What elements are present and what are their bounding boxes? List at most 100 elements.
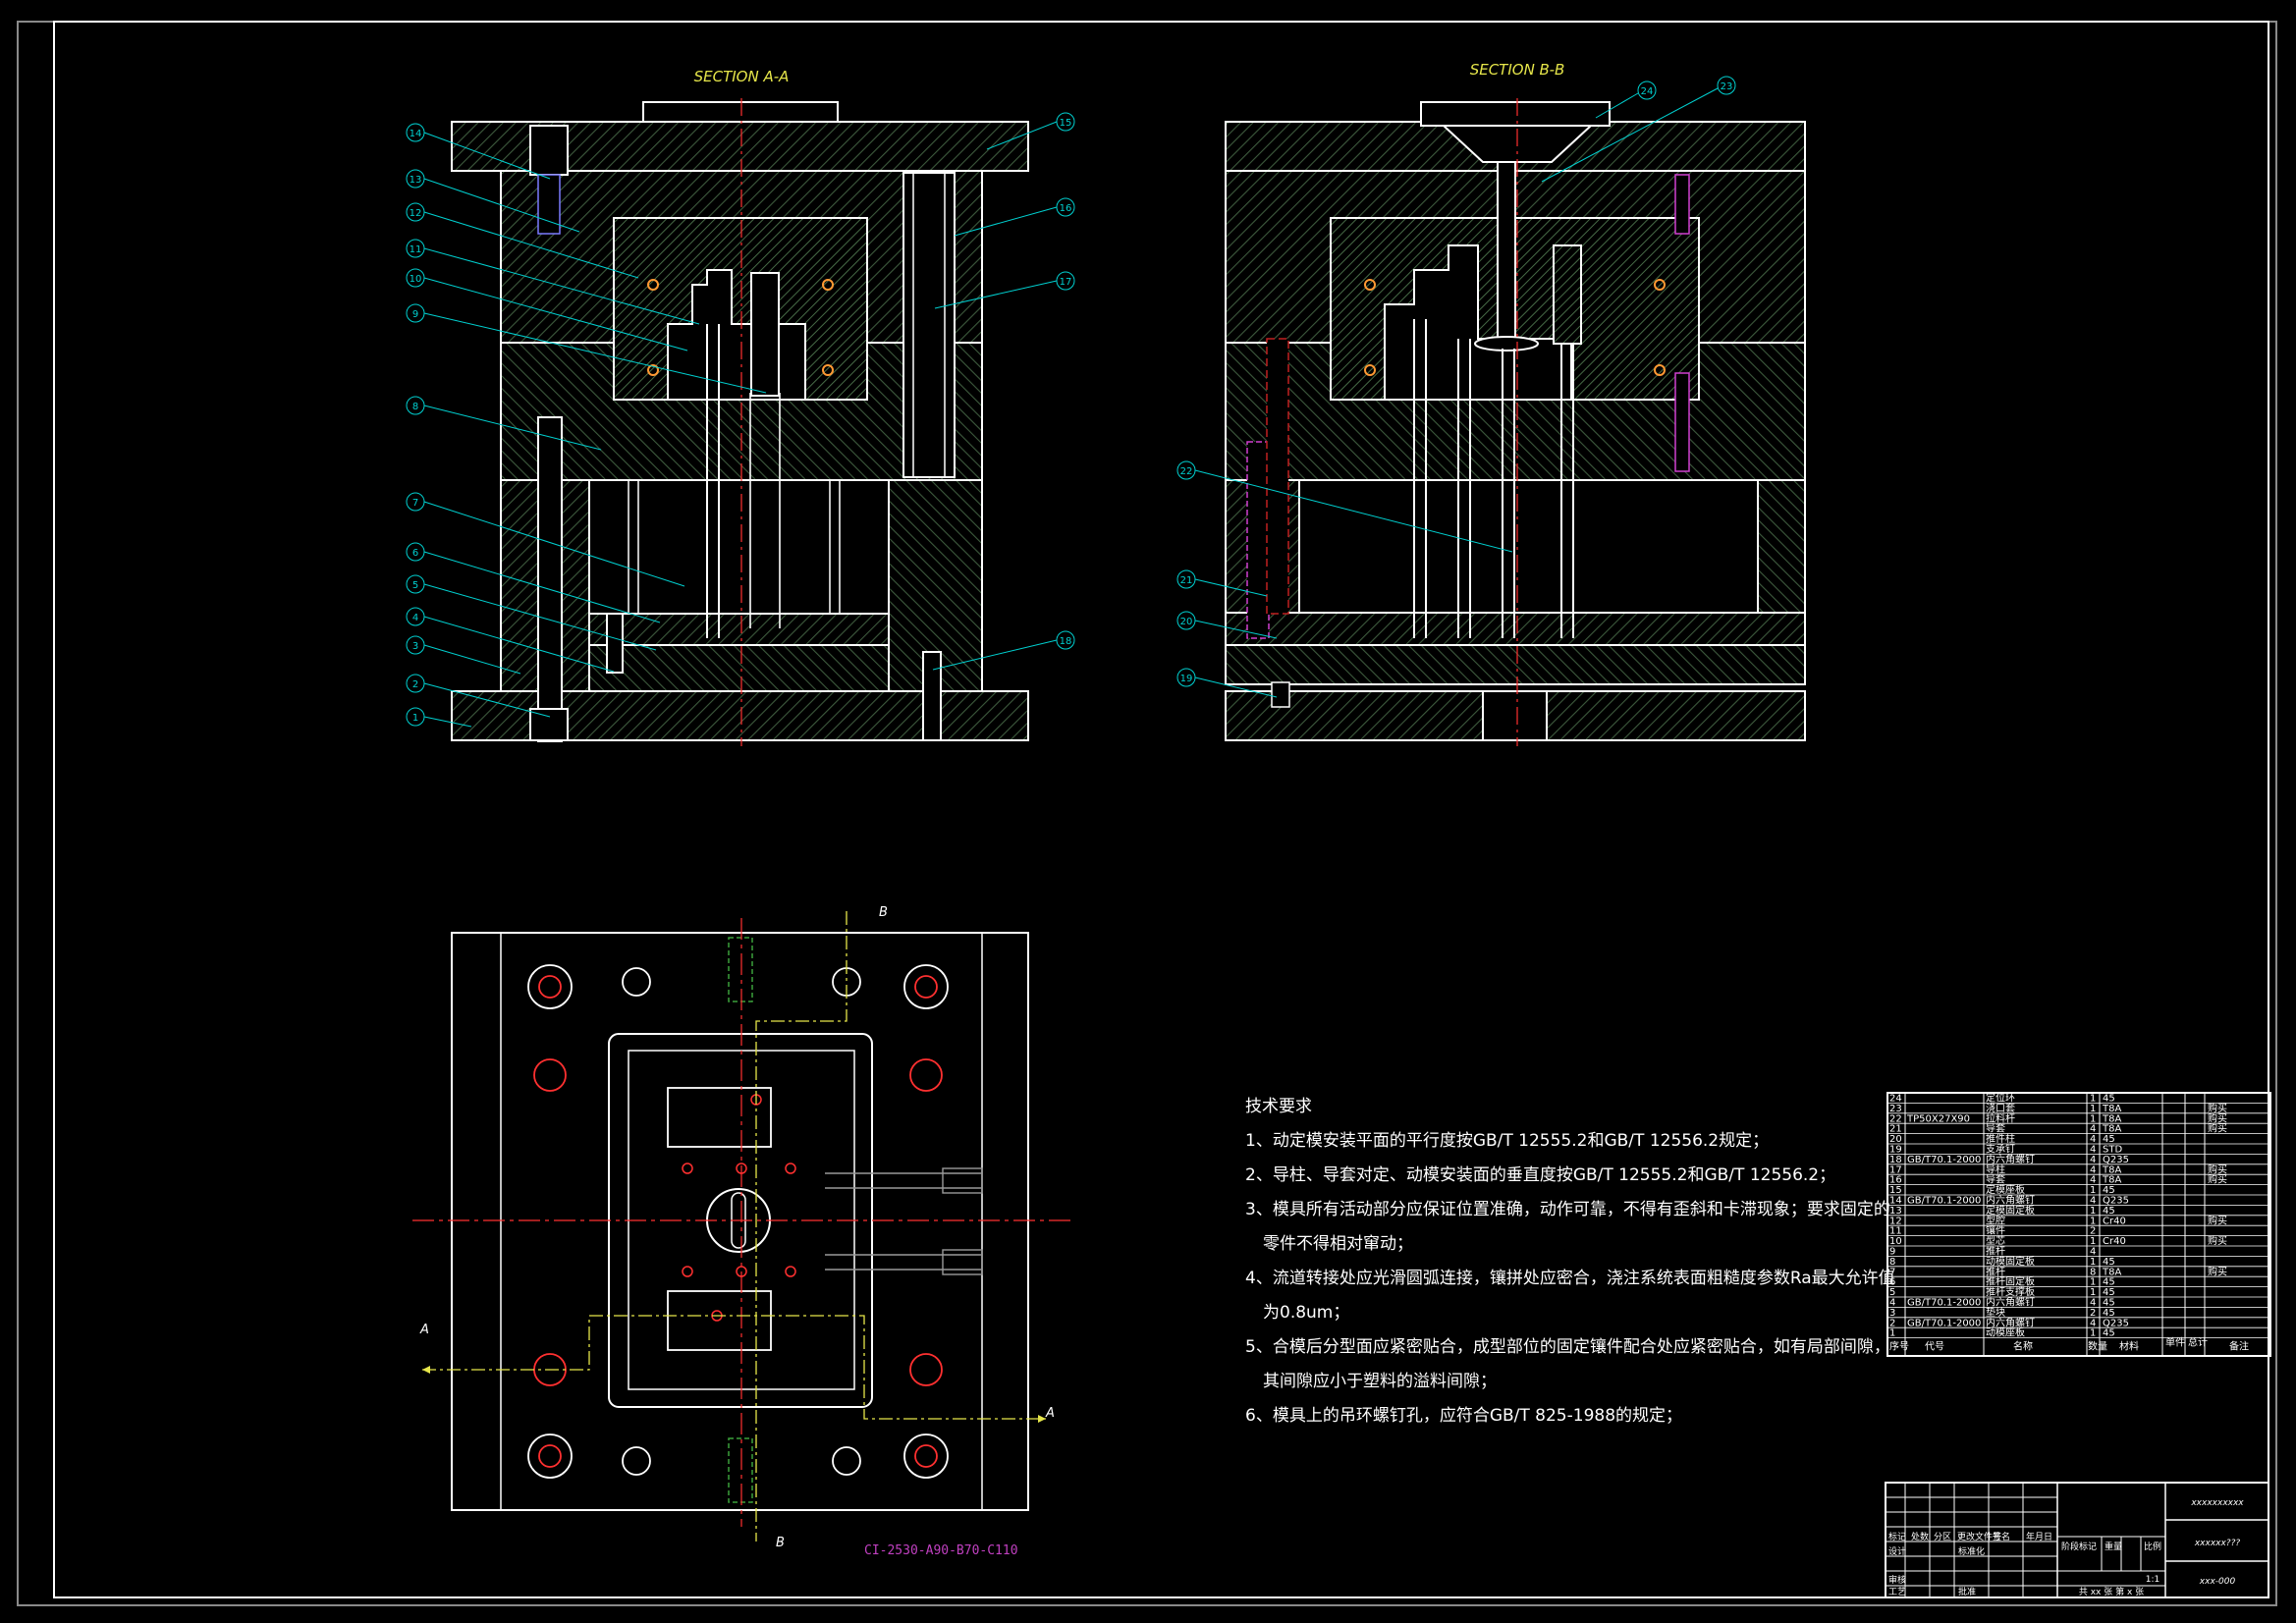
balloon-18: 18 [932,630,1075,671]
bom-row-no: 3 [1889,1308,1895,1319]
bom-row-name: 内六角螺钉 [1986,1153,2035,1165]
balloon-22: 22 [1176,460,1513,553]
bom-row-material: Cr40 [2103,1236,2126,1247]
bom-row-qty: 1 [2090,1113,2096,1124]
bom-row-name: 动模座板 [1986,1326,2025,1339]
svg-text:24: 24 [1641,86,1654,97]
bom-row-qty: 4 [2090,1318,2096,1328]
svg-text:18: 18 [1060,636,1072,647]
svg-text:16: 16 [1060,203,1072,214]
bom-row-no: 13 [1889,1206,1902,1217]
bom-row-no: 15 [1889,1185,1902,1196]
bom-row-no: 11 [1889,1226,1902,1237]
bom-row-qty: 8 [2090,1267,2096,1277]
bom-header-total-weight: 总计 [2188,1336,2208,1349]
bom-row-qty: 4 [2090,1124,2096,1135]
bom-row-note: 购买 [2208,1111,2227,1124]
bom-row-qty: 2 [2090,1226,2096,1237]
bom-row-no: 14 [1889,1196,1902,1207]
note-1: 1、动定模安装平面的平行度按GB/T 12555.2和GB/T 12556.2规… [1245,1131,1770,1151]
svg-text:13: 13 [410,175,422,186]
cut-label-a-right: A [1045,1406,1055,1421]
bom-row-name: 支承钉 [1986,1144,2015,1156]
bom-row-name: 定模座板 [1986,1183,2025,1196]
balloon-9: 9 [406,303,767,394]
svg-text:10: 10 [410,274,422,285]
svg-text:8: 8 [412,402,418,412]
bom-row-note: 购买 [2208,1265,2227,1277]
bom-row-material: 45 [2103,1134,2115,1145]
svg-text:23: 23 [1721,81,1733,92]
note-3: 3、模具所有活动部分应保证位置准确，动作可靠，不得有歪斜和卡滞现象；要求固定的 [1245,1200,1890,1219]
bom-row-material: Q235 [2103,1318,2129,1328]
title-block-label: 分区 [1934,1532,1951,1542]
bom-row-name: 内六角螺钉 [1986,1296,2035,1309]
bom-row-qty: 1 [2090,1257,2096,1268]
bom-row-qty: 1 [2090,1216,2096,1226]
bom-row-qty: 4 [2090,1175,2096,1186]
note-6: 6、模具上的吊环螺钉孔，应符合GB/T 825-1988的规定； [1245,1406,1683,1426]
bom-row-name: 导柱 [1986,1163,2005,1175]
drawing-title: xxxxxx??? [2194,1539,2241,1548]
note-3-cont: 零件不得相对窜动； [1263,1234,1413,1254]
bom-row-qty: 4 [2090,1145,2096,1156]
section-b-title: SECTION B-B [1470,61,1565,79]
technical-requirements: 技术要求 1、动定模安装平面的平行度按GB/T 12555.2和GB/T 125… [1245,1090,1895,1434]
bom-row-material: T8A [2102,1124,2121,1135]
svg-text:2: 2 [412,679,418,690]
sheet-outer-border [17,21,2277,1606]
title-block: xxxxxxxxxx xxxxxx??? xxx-000 1:1 共 xx 张 … [1885,1482,2269,1598]
bom-header-material: 材料 [2119,1340,2139,1353]
svg-text:21: 21 [1180,575,1193,586]
balloon-20: 20 [1176,611,1278,639]
svg-text:6: 6 [412,548,418,559]
title-block-label: 签名 [1993,1531,2010,1542]
bom-row-note: 购买 [2208,1173,2227,1186]
balloon-21: 21 [1176,569,1268,597]
note-4: 4、流道转接处应光滑圆弧连接，镶拼处应密合，浇注系统表面粗糙度参数Ra最大允许值 [1245,1269,1895,1288]
bom-row-name: 推杆固定板 [1986,1275,2035,1288]
balloon-12: 12 [406,202,639,279]
balloon-2: 2 [406,674,551,718]
bom-row-qty: 4 [2090,1164,2096,1175]
title-block-label: 更改文件号 [1957,1531,2001,1542]
bom-row-no: 17 [1889,1164,1902,1175]
bom-row-material: T8A [2102,1267,2121,1277]
bom-row-no: 5 [1889,1287,1895,1298]
bom-row-no: 7 [1889,1267,1895,1277]
balloon-14: 14 [406,123,551,180]
balloon-4: 4 [406,607,615,673]
bom-row-qty: 4 [2090,1196,2096,1207]
balloon-15: 15 [986,112,1075,150]
svg-text:20: 20 [1180,617,1193,627]
bom-row-name: 型芯 [1986,1234,2005,1247]
bom-row-material: 45 [2103,1206,2115,1217]
note-4-cont: 为0.8um； [1263,1303,1350,1323]
cut-label-a-left: A [419,1323,429,1337]
section-a-a-view: SECTION A-A [451,68,1029,746]
svg-text:5: 5 [412,580,418,591]
bom-row-material: Q235 [2103,1155,2129,1165]
title-block-label: 批准 [1958,1586,1976,1597]
balloon-11: 11 [406,239,700,325]
section-b-b-view: SECTION B-B [1225,61,1806,746]
bom-row-qty: 4 [2090,1298,2096,1309]
bom-row-material: 45 [2103,1328,2115,1339]
title-block-label: 标记 [1888,1531,1906,1542]
svg-text:14: 14 [410,129,422,139]
title-block-label: 阶段标记 [2061,1541,2097,1552]
bom-row-no: 18 [1889,1155,1902,1165]
bom-row-code: TP50X27X90 [1906,1113,1970,1124]
balloon-23: 23 [1541,76,1736,183]
title-block-label: 比例 [2144,1541,2161,1552]
bom-row-no: 24 [1889,1094,1902,1105]
bom-row-name: 镶件 [1986,1224,2005,1237]
bom-header-code: 代号 [1925,1341,1944,1353]
bom-row-material: 45 [2103,1277,2115,1288]
bom-row-no: 19 [1889,1145,1902,1156]
bom-row-material: T8A [2102,1113,2121,1124]
balloons-section-a: 14 13 12 11 10 9 8 7 6 5 4 3 2 1 15 16 1… [406,112,1075,728]
balloon-7: 7 [406,492,685,587]
bom-row-qty: 1 [2090,1104,2096,1114]
title-block-label: 重量 [2105,1541,2122,1552]
